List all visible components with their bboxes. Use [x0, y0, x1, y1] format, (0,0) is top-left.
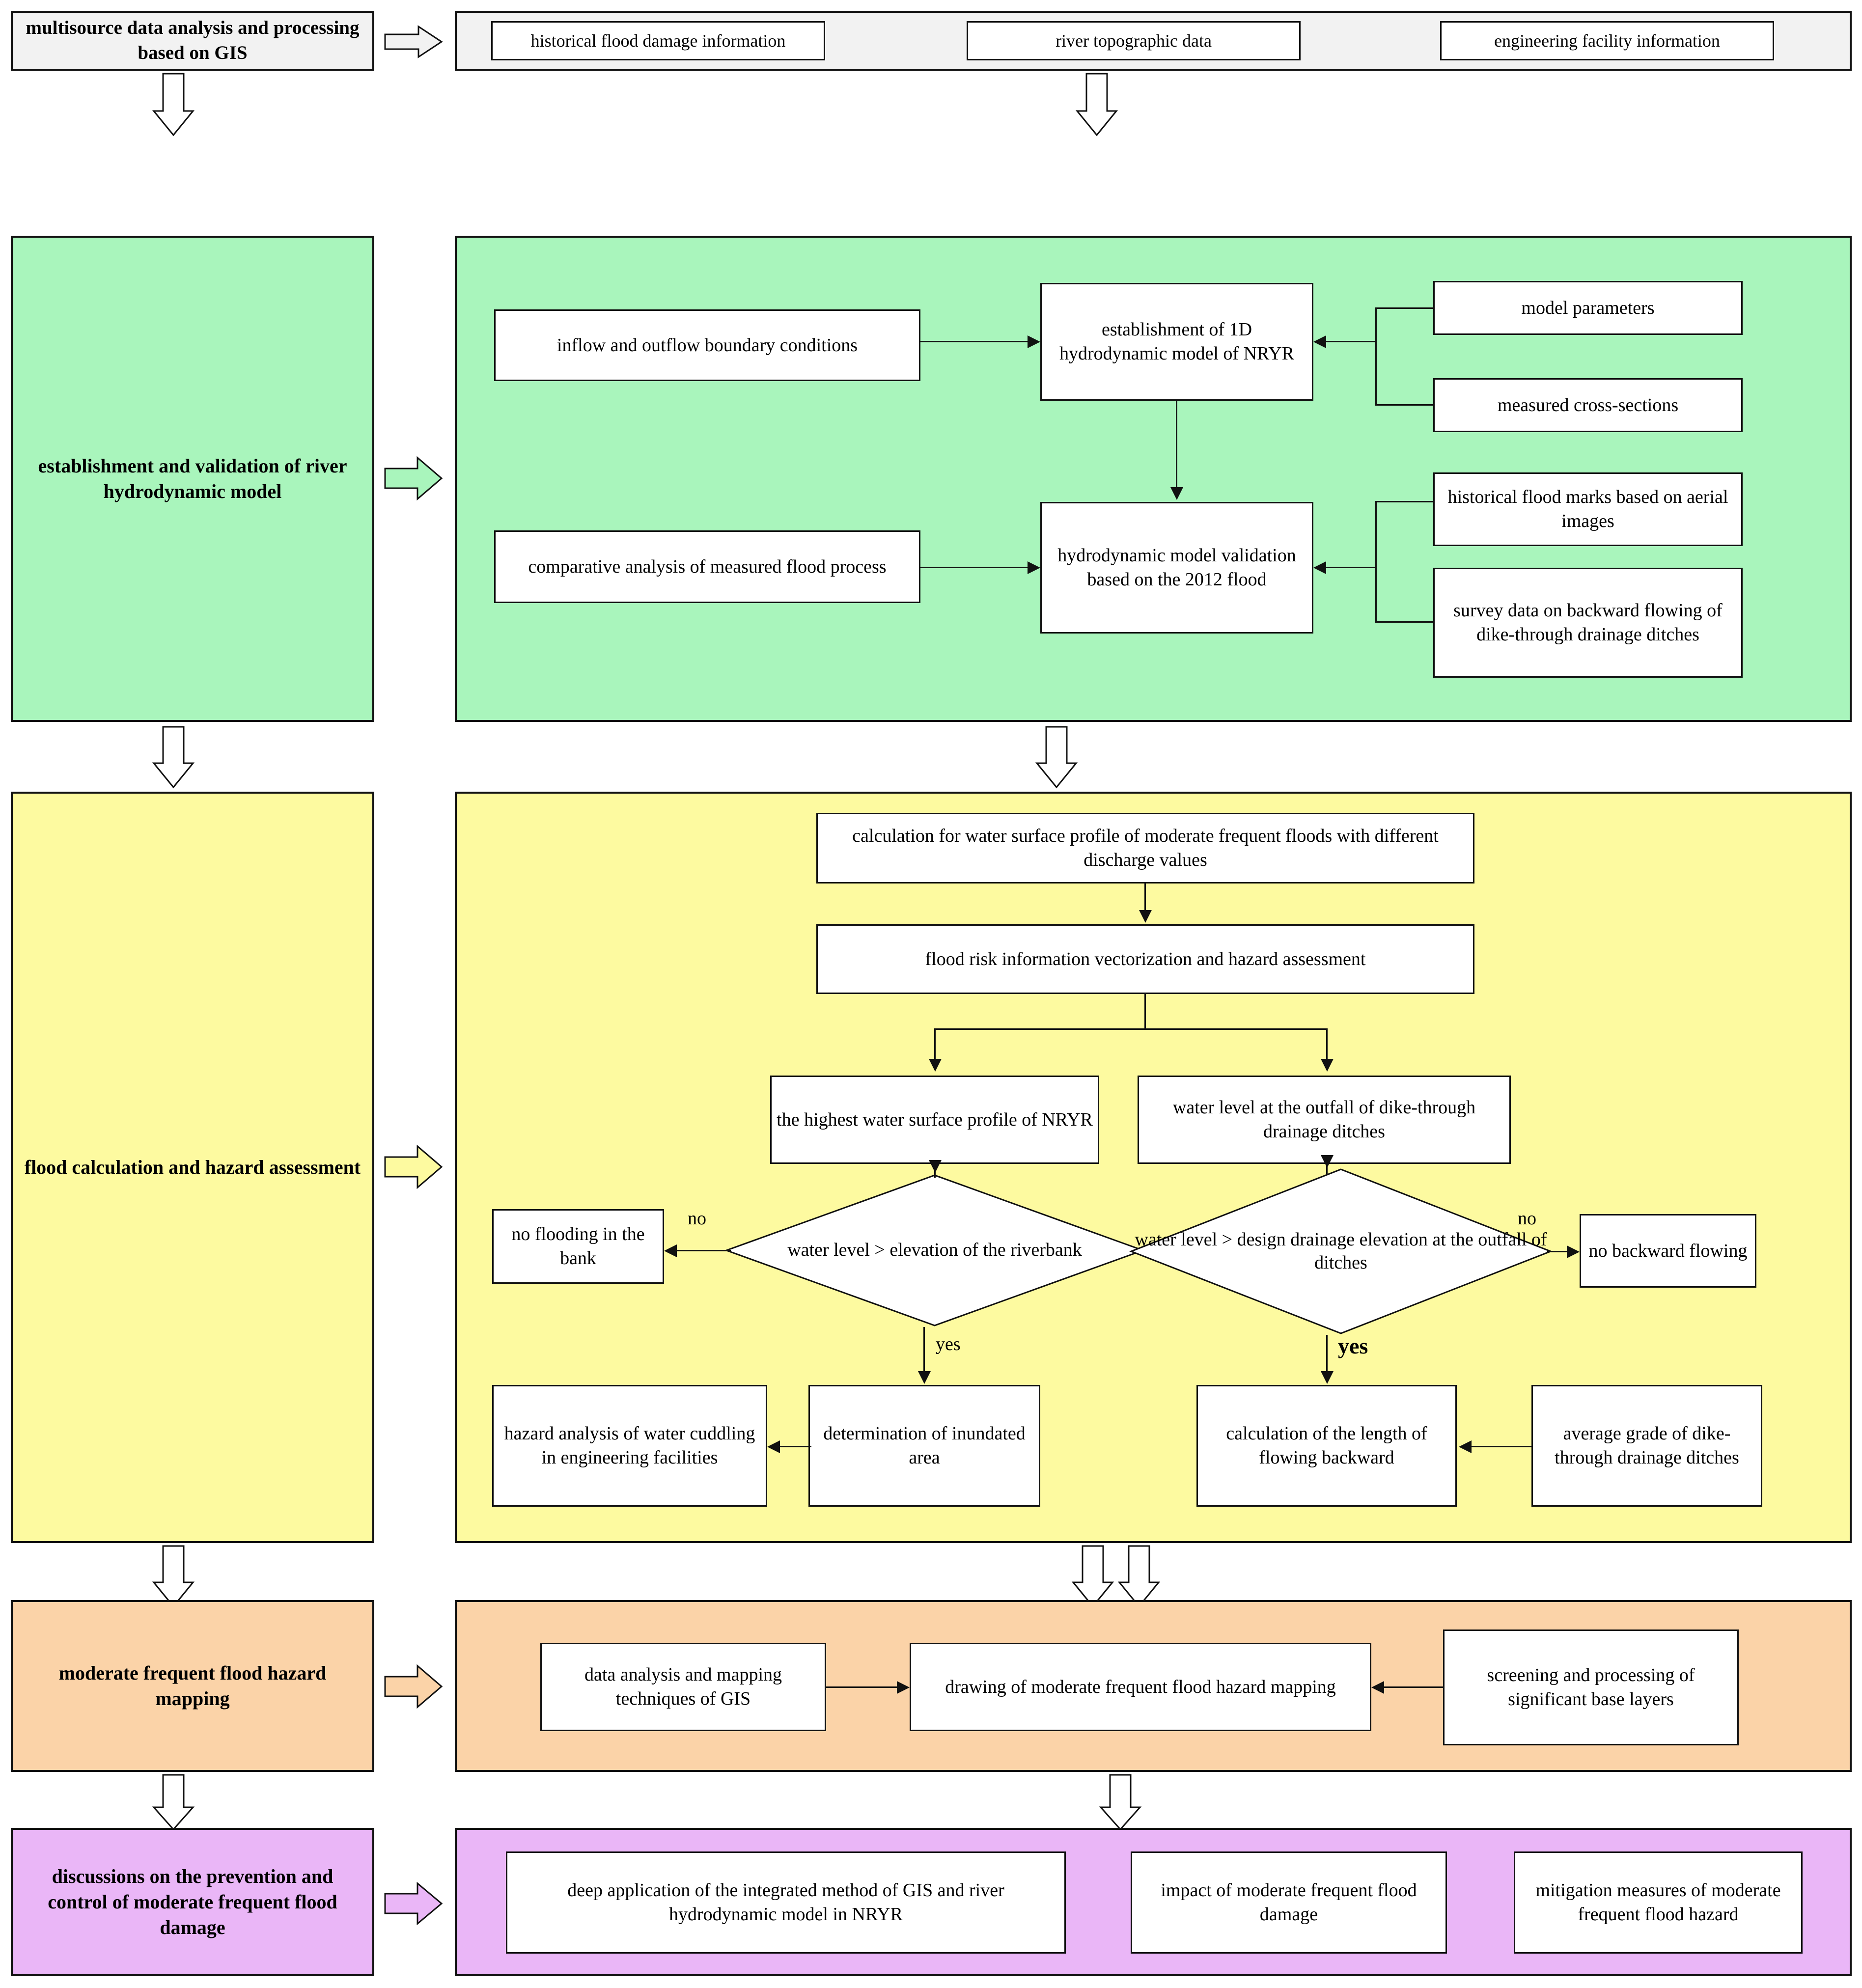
stage-label-multisource-data: multisource data analysis and processing…	[11, 11, 374, 71]
arrowhead-outfall-to-decision2	[1321, 1155, 1334, 1168]
node-river-topographic-data[interactable]: river topographic data	[967, 21, 1301, 60]
node-historical-flood-marks-aerial-images[interactable]: historical flood marks based on aerial i…	[1433, 472, 1743, 546]
connector-survey-to-validation-h	[1375, 621, 1434, 623]
band1-to-band2-arrow	[1075, 73, 1118, 137]
connector-validation-inputs-merge-v	[1375, 501, 1377, 623]
node-inflow-outflow-boundary-conditions[interactable]: inflow and outflow boundary conditions	[494, 309, 920, 381]
node-no-backward-flowing[interactable]: no backward flowing	[1580, 1214, 1756, 1288]
node-water-level-outfall-dike-ditches[interactable]: water level at the outfall of dike-throu…	[1138, 1076, 1511, 1164]
node-highest-water-surface-profile-nryr[interactable]: the highest water surface profile of NRY…	[770, 1076, 1099, 1164]
connector-avggrade-to-calculation	[1472, 1446, 1531, 1447]
node-data-analysis-mapping-techniques-gis[interactable]: data analysis and mapping techniques of …	[540, 1643, 826, 1731]
node-hydrodynamic-model-validation-2012-flood[interactable]: hydrodynamic model validation based on t…	[1040, 502, 1313, 634]
arrowhead-inputs-to-model	[1313, 335, 1326, 348]
connector-crosssections-to-model-h	[1375, 404, 1434, 406]
arrowhead-comparative-to-validation	[1028, 561, 1040, 574]
node-establishment-1d-hydrodynamic-model[interactable]: establishment of 1D hydrodynamic model o…	[1040, 283, 1313, 401]
stage-label-hazard-mapping: moderate frequent flood hazard mapping	[11, 1600, 374, 1772]
node-comparative-analysis-measured-flood-process[interactable]: comparative analysis of measured flood p…	[494, 530, 920, 603]
node-mitigation-measures-flood-hazard[interactable]: mitigation measures of moderate frequent…	[1514, 1851, 1803, 1954]
connector-split-right	[1326, 1028, 1328, 1059]
edge-label-decision2-yes: yes	[1338, 1333, 1368, 1358]
arrowhead-decision2-no	[1567, 1245, 1580, 1258]
stage-label-flood-calculation: flood calculation and hazard assessment	[11, 792, 374, 1543]
connector-calc-to-vectorization	[1144, 884, 1146, 910]
band3-to-band4-arrow-2	[1117, 1545, 1161, 1608]
connector-merge-to-model	[1326, 341, 1376, 342]
node-model-parameters[interactable]: model parameters	[1433, 281, 1743, 335]
connector-floodmarks-to-validation-h	[1375, 501, 1434, 502]
arrowhead-decision2-yes	[1321, 1371, 1334, 1384]
node-no-flooding-in-the-bank[interactable]: no flooding in the bank	[492, 1209, 664, 1284]
connector-decision2-no	[1547, 1251, 1567, 1252]
arrowhead-model-to-validation	[1170, 487, 1183, 500]
band4-to-band5-arrow	[1099, 1774, 1142, 1831]
stage3-to-band3-arrow	[384, 1144, 443, 1189]
node-flood-risk-vectorization-hazard-assessment[interactable]: flood risk information vectorization and…	[816, 924, 1474, 994]
node-survey-data-backward-flowing[interactable]: survey data on backward flowing of dike-…	[1433, 568, 1743, 678]
decision-label-riverbank: water level > elevation of the riverbank	[787, 1240, 1082, 1261]
node-historical-flood-damage-information[interactable]: historical flood damage information	[491, 21, 825, 60]
band2-to-band3-arrow	[1035, 726, 1078, 789]
stage5-to-band5-arrow	[384, 1881, 443, 1926]
connector-comparative-to-validation	[920, 567, 1028, 568]
decision-label-design-drainage: water level > design drainage elevation …	[1135, 1229, 1547, 1273]
connector-screening-to-drawing	[1384, 1686, 1443, 1688]
node-calculation-length-flowing-backward[interactable]: calculation of the length of flowing bac…	[1196, 1385, 1457, 1507]
arrowhead-calc-to-vectorization	[1139, 910, 1152, 923]
stage2-to-stage3-arrow	[152, 726, 195, 789]
connector-inflow-to-model	[920, 341, 1028, 342]
node-deep-application-integrated-method[interactable]: deep application of the integrated metho…	[506, 1851, 1066, 1954]
edge-label-decision1-yes: yes	[936, 1334, 961, 1354]
stage3-to-stage4-arrow	[152, 1545, 195, 1608]
connector-outfall-to-decision2	[1326, 1164, 1328, 1174]
connector-decision2-yes	[1326, 1335, 1328, 1371]
node-average-grade-dike-ditches[interactable]: average grade of dike-through drainage d…	[1531, 1385, 1762, 1507]
arrowhead-inundated-to-hazard-analysis	[767, 1440, 780, 1453]
arrowhead-split-right	[1321, 1059, 1334, 1072]
arrowhead-decision1-no	[664, 1244, 677, 1257]
stage-label-discussions: discussions on the prevention and contro…	[11, 1828, 374, 1976]
stage4-to-band4-arrow	[384, 1664, 443, 1709]
stage4-to-stage5-arrow	[152, 1774, 195, 1831]
connector-split-left	[934, 1028, 936, 1059]
connector-decision1-yes	[923, 1327, 925, 1371]
node-impact-moderate-frequent-flood-damage[interactable]: impact of moderate frequent flood damage	[1131, 1851, 1447, 1954]
connector-vectorization-split	[934, 1028, 1327, 1030]
connector-params-to-model-h	[1375, 307, 1434, 309]
connector-inundated-to-hazard-analysis	[780, 1446, 811, 1447]
edge-label-decision1-no: no	[688, 1208, 706, 1229]
connector-gis-to-drawing	[826, 1686, 897, 1688]
connector-vectorization-down	[1144, 994, 1146, 1028]
connector-merge-to-validation	[1326, 567, 1376, 568]
stage2-to-band2-arrow	[384, 456, 443, 501]
connector-model-to-validation	[1176, 401, 1177, 487]
connector-decision1-no	[677, 1250, 731, 1251]
node-engineering-facility-information[interactable]: engineering facility information	[1440, 21, 1774, 60]
connector-params-merge-v	[1375, 307, 1377, 406]
arrowhead-gis-to-drawing	[897, 1681, 910, 1694]
arrowhead-inflow-to-model	[1028, 335, 1040, 348]
node-calculation-water-surface-profile[interactable]: calculation for water surface profile of…	[816, 813, 1474, 884]
node-hazard-analysis-water-cuddling[interactable]: hazard analysis of water cuddling in eng…	[492, 1385, 767, 1507]
stage-label-hydrodynamic-model: establishment and validation of river hy…	[11, 236, 374, 722]
band3-to-band4-arrow	[1071, 1545, 1114, 1608]
arrowhead-validation-inputs	[1313, 561, 1326, 574]
node-screening-processing-significant-base-layers[interactable]: screening and processing of significant …	[1443, 1629, 1739, 1745]
decision-water-level-vs-riverbank[interactable]: water level > elevation of the riverbank	[724, 1174, 1145, 1327]
node-measured-cross-sections[interactable]: measured cross-sections	[1433, 378, 1743, 432]
node-drawing-moderate-frequent-flood-hazard-mapping[interactable]: drawing of moderate frequent flood hazar…	[910, 1643, 1371, 1731]
arrowhead-avggrade-to-calculation	[1459, 1440, 1472, 1453]
stage1-to-stage2-arrow	[152, 73, 195, 137]
decision-water-level-vs-design-drainage[interactable]: water level > design drainage elevation …	[1129, 1168, 1553, 1335]
stage1-to-band1-arrow	[384, 25, 443, 58]
arrowhead-split-left	[929, 1059, 942, 1072]
arrowhead-profile-to-decision1	[929, 1160, 942, 1173]
node-determination-inundated-area[interactable]: determination of inundated area	[808, 1385, 1040, 1507]
edge-label-decision2-no: no	[1518, 1208, 1536, 1229]
arrowhead-decision1-yes	[918, 1371, 931, 1384]
arrowhead-screening-to-drawing	[1371, 1681, 1384, 1694]
